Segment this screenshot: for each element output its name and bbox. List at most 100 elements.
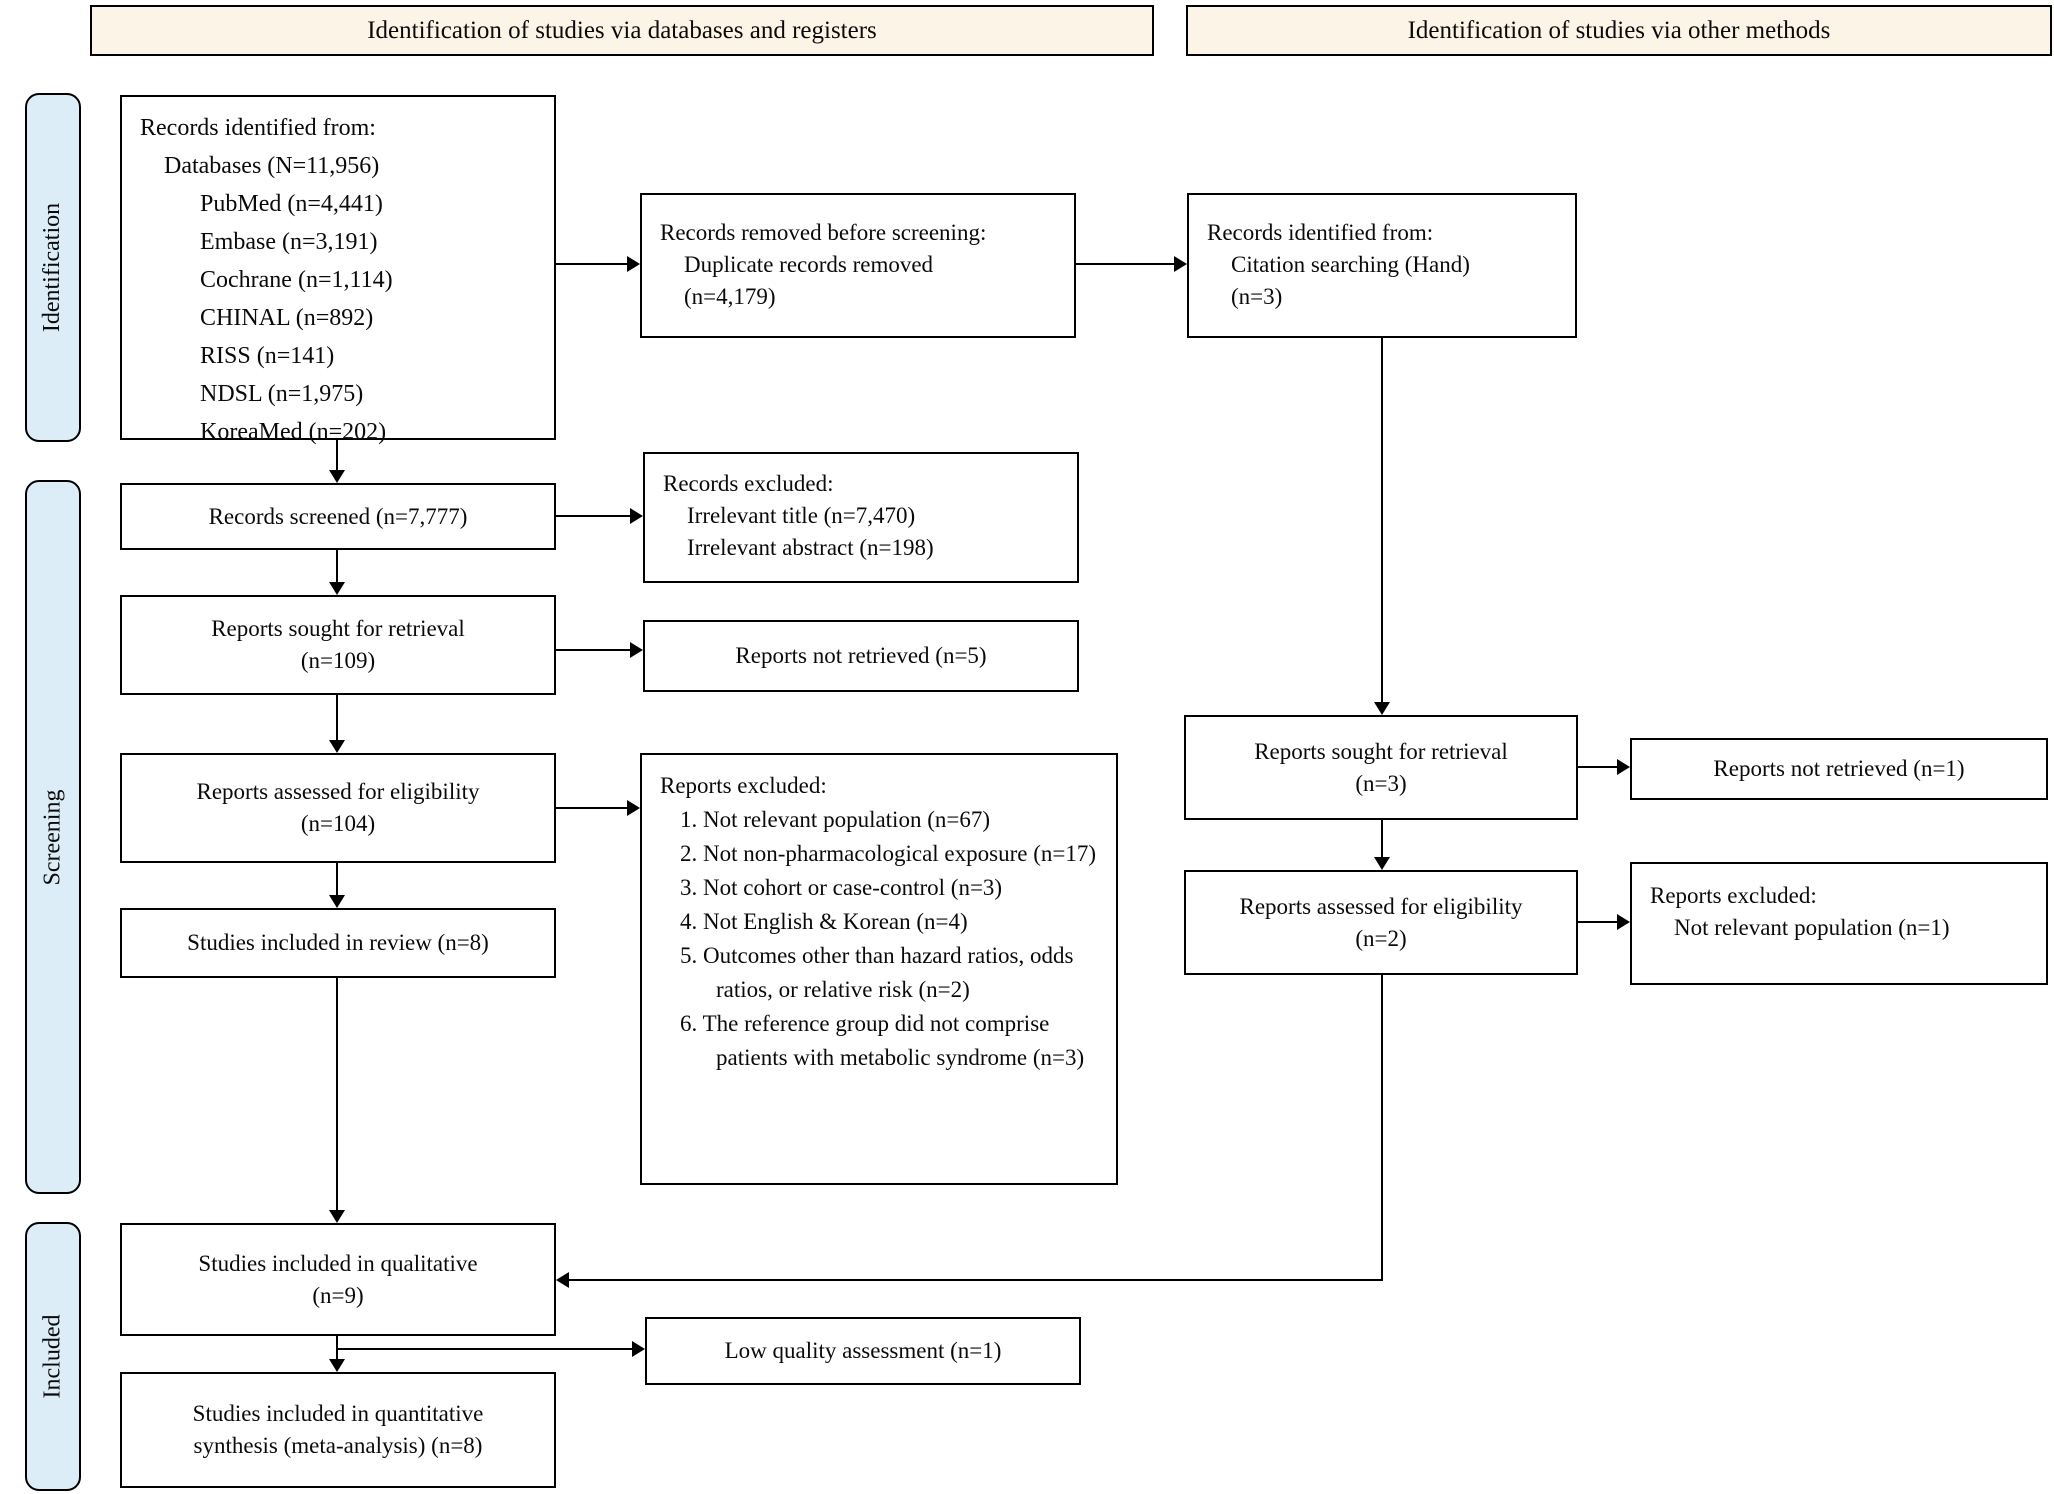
arrowhead-down (329, 1210, 345, 1223)
box-reports-excluded-list: Reports excluded: 1. Not relevant popula… (640, 753, 1118, 1185)
arrowhead-right (630, 642, 643, 658)
arrow-identified-to-removed (556, 263, 628, 265)
box-other-not-retrieved: Reports not retrieved (n=1) (1630, 738, 2048, 800)
arrow-assessed-to-excluded-list (556, 807, 628, 809)
text-line: (n=3) (1231, 284, 1283, 309)
text-line: KoreaMed (n=202) (200, 419, 387, 445)
box-reports-not-retrieved: Reports not retrieved (n=5) (643, 620, 1079, 692)
text-line: Reports sought for retrieval (1254, 738, 1508, 764)
box-other-reports-excluded: Reports excluded: Not relevant populatio… (1630, 862, 2048, 985)
arrowhead-down (329, 582, 345, 595)
text-line: Reports not retrieved (n=1) (1713, 756, 1965, 781)
text-line: Studies included in quantitative (192, 1401, 484, 1426)
text-line: Records identified from: (1207, 220, 1434, 245)
stage-label: Identification (39, 202, 66, 333)
text-line: CHINAL (n=892) (200, 305, 374, 331)
arrowhead-right (627, 800, 640, 816)
arrow-other-assessed-elbow-horizontal (569, 1279, 1383, 1281)
arrow-assessed-to-review (336, 863, 338, 896)
text-line: RISS (n=141) (200, 343, 335, 369)
box-records-screened: Records screened (n=7,777) (120, 483, 556, 550)
text-line: Studies included in review (n=8) (187, 930, 489, 955)
text-line: (n=4,179) (684, 284, 776, 309)
text-line: NDSL (n=1,975) (200, 381, 364, 407)
text-line: Embase (n=3,191) (200, 229, 378, 255)
arrowhead-down (1374, 702, 1390, 715)
text-line: Cochrane (n=1,114) (200, 267, 393, 293)
arrow-other-assessed-elbow-vertical (1381, 975, 1383, 1281)
arrowhead-right (1617, 759, 1630, 775)
header-label: Identification of studies via databases … (367, 16, 877, 44)
text-line: Irrelevant title (n=7,470) (687, 503, 916, 528)
box-studies-review: Studies included in review (n=8) (120, 908, 556, 978)
text-line: Low quality assessment (n=1) (724, 1338, 1002, 1363)
text-line: Records screened (n=7,777) (208, 503, 468, 529)
header-other-methods: Identification of studies via other meth… (1186, 5, 2052, 56)
text-line: (n=9) (312, 1282, 364, 1308)
arrow-citation-to-other-sought (1381, 338, 1383, 703)
box-studies-qualitative: Studies included in qualitative (n=9) (120, 1223, 556, 1336)
text-line: Records removed before screening: (660, 220, 987, 245)
arrow-removed-to-citation (1076, 263, 1175, 265)
text-line: Records identified from: (140, 115, 376, 141)
text-line: Irrelevant abstract (n=198) (687, 535, 934, 560)
excluded-reason: 5. Outcomes other than hazard ratios, od… (680, 943, 1074, 1002)
arrow-other-sought-to-assessed (1381, 820, 1383, 858)
stage-screening: Screening (25, 480, 81, 1194)
text-line: Reports assessed for eligibility (196, 779, 480, 804)
arrowhead-right (632, 1341, 645, 1357)
stage-label: Screening (39, 789, 66, 885)
box-low-quality: Low quality assessment (n=1) (645, 1317, 1081, 1385)
header-databases-registers: Identification of studies via databases … (90, 5, 1154, 56)
text-line: Reports assessed for eligibility (1239, 893, 1523, 919)
arrow-other-assessed-to-excluded (1578, 921, 1618, 923)
arrowhead-down (329, 895, 345, 908)
arrowhead-right (630, 508, 643, 524)
arrowhead-down (329, 470, 345, 483)
text-line: Reports not retrieved (n=5) (735, 643, 987, 668)
arrow-sought-to-assessed (336, 695, 338, 741)
text-line: Not relevant population (n=1) (1674, 915, 1950, 940)
text-line: Reports excluded: (1650, 883, 1817, 908)
excluded-reason: 1. Not relevant population (n=67) (680, 807, 990, 832)
text-line: synthesis (meta-analysis) (n=8) (193, 1433, 483, 1458)
arrow-identified-to-screened (336, 440, 338, 471)
arrow-qualitative-to-low-quality (336, 1348, 633, 1350)
arrowhead-left (556, 1272, 569, 1288)
arrow-other-sought-to-not-retrieved (1578, 766, 1618, 768)
text-line: Duplicate records removed (684, 252, 934, 277)
arrowhead-right (1617, 914, 1630, 930)
excluded-reason: 4. Not English & Korean (n=4) (680, 909, 968, 934)
arrowhead-right (627, 256, 640, 272)
text-line: PubMed (n=4,441) (200, 191, 383, 217)
box-records-excluded: Records excluded: Irrelevant title (n=7,… (643, 452, 1079, 583)
arrow-review-to-qualitative (336, 978, 338, 1211)
text-line: (n=104) (300, 811, 376, 836)
box-other-reports-sought: Reports sought for retrieval (n=3) (1184, 715, 1578, 820)
text-line: (n=2) (1355, 925, 1407, 951)
arrow-screened-to-excluded (556, 515, 631, 517)
text-line: (n=109) (300, 648, 376, 673)
box-citation-identified: Records identified from: Citation search… (1187, 193, 1577, 338)
text-line: Reports sought for retrieval (211, 616, 465, 641)
arrowhead-down (1374, 857, 1390, 870)
box-reports-assessed: Reports assessed for eligibility (n=104) (120, 753, 556, 863)
arrowhead-right (1174, 256, 1187, 272)
box-studies-quantitative: Studies included in quantitative synthes… (120, 1372, 556, 1488)
stage-included: Included (25, 1222, 81, 1491)
text-line: Reports excluded: (660, 773, 827, 798)
arrow-sought-to-not-retrieved (556, 649, 631, 651)
text-line: Records excluded: (663, 471, 834, 496)
text-line: Studies included in qualitative (198, 1250, 478, 1276)
excluded-reason: 3. Not cohort or case-control (n=3) (680, 875, 1003, 900)
text-line: Citation searching (Hand) (1231, 252, 1470, 277)
text-line: Databases (N=11,956) (164, 153, 380, 179)
stage-label: Included (39, 1314, 66, 1399)
header-label: Identification of studies via other meth… (1407, 16, 1831, 44)
box-reports-sought: Reports sought for retrieval (n=109) (120, 595, 556, 695)
arrowhead-down (329, 1359, 345, 1372)
box-records-identified: Records identified from: Databases (N=11… (120, 95, 556, 445)
arrowhead-down (329, 740, 345, 753)
text-line: (n=3) (1355, 770, 1407, 796)
